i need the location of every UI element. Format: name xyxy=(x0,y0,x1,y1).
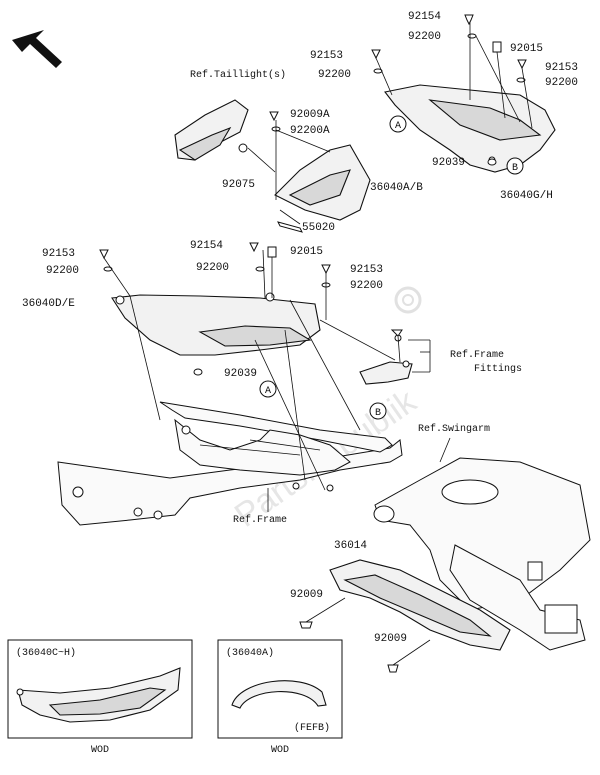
taillight xyxy=(174,99,249,161)
callout: Ref.Swingarm xyxy=(418,423,490,435)
svg-text:(36040A): (36040A) xyxy=(226,647,274,659)
callout: 92154 xyxy=(190,240,223,252)
callout: 36014 xyxy=(334,540,367,552)
callout: 92075 xyxy=(222,179,255,191)
callout: 92200 xyxy=(350,280,383,292)
marker-a-frame: A xyxy=(259,380,277,398)
callout: 92200A xyxy=(290,125,330,137)
callout: 36040D/E xyxy=(22,298,75,310)
callout: 92200 xyxy=(318,69,351,81)
inset-36040c-h: (36040C~H) WOD xyxy=(7,639,193,756)
callout: Ref.Taillight(s) xyxy=(190,69,286,81)
callout: 55020 xyxy=(302,222,335,234)
svg-text:WOD: WOD xyxy=(91,745,109,756)
marker-b-frame: B xyxy=(369,402,387,420)
marker-b-upper: B xyxy=(506,157,524,175)
callout: 92153 xyxy=(545,62,578,74)
callout: Ref.Frame xyxy=(233,514,287,526)
svg-text:(36040C~H): (36040C~H) xyxy=(16,647,76,659)
rear-cowl-center xyxy=(274,144,371,233)
callout: 92153 xyxy=(42,248,75,260)
swingarm xyxy=(373,457,591,651)
callout: 92200 xyxy=(408,31,441,43)
callout-labels: 92154 92200 92015 92153 92200 92153 9220… xyxy=(22,11,578,645)
svg-text:B: B xyxy=(375,408,381,419)
front-direction-arrow-icon xyxy=(12,30,62,68)
svg-text:B: B xyxy=(512,163,518,174)
callout: Ref.Frame xyxy=(450,349,504,361)
callout: 92200 xyxy=(196,262,229,274)
watermark-gear-icon xyxy=(394,286,422,314)
callout: 92009 xyxy=(374,633,407,645)
frame-fittings xyxy=(359,334,413,385)
callout: 92200 xyxy=(46,265,79,277)
marker-a-upper: A xyxy=(389,115,407,133)
callout: 92154 xyxy=(408,11,441,23)
svg-text:(FEFB): (FEFB) xyxy=(294,722,330,734)
callout: 92009 xyxy=(290,589,323,601)
inset-36040a: (36040A) (FEFB) WOD xyxy=(217,639,343,756)
callout: 92039 xyxy=(432,157,465,169)
callout: 92009A xyxy=(290,109,330,121)
svg-text:A: A xyxy=(395,121,401,132)
callout: 92015 xyxy=(290,246,323,258)
svg-text:A: A xyxy=(265,386,271,397)
callout: 36040A/B xyxy=(370,182,423,194)
leader-lines xyxy=(103,22,533,666)
callout: 36040G/H xyxy=(500,190,553,202)
fasteners xyxy=(99,14,527,673)
side-cover-left xyxy=(111,292,321,356)
callout: 92015 xyxy=(510,43,543,55)
callout: 92039 xyxy=(224,368,257,380)
callout: 92153 xyxy=(350,264,383,276)
rear-frame xyxy=(57,401,403,526)
chain-guard xyxy=(329,559,511,651)
callout: 92200 xyxy=(545,77,578,89)
callout: Fittings xyxy=(474,363,522,375)
callout: 92153 xyxy=(310,50,343,62)
svg-text:WOD: WOD xyxy=(271,745,289,756)
